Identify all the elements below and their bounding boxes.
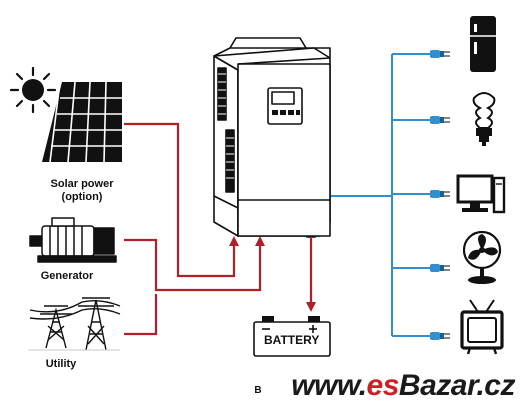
sun-icon	[9, 66, 57, 114]
plug-icon	[430, 264, 450, 272]
solar-label-line1: Solar power	[50, 178, 114, 190]
source-lines	[124, 122, 262, 336]
watermark-brand-red: es	[366, 369, 400, 402]
generator-line	[124, 238, 262, 292]
solar-label-line2: (option)	[61, 191, 103, 203]
load-lines	[328, 53, 430, 337]
inverter-icon	[213, 37, 331, 237]
utility-line	[124, 294, 158, 336]
watermark-suffix: .cz	[476, 369, 515, 402]
plug-icon	[430, 332, 450, 340]
plugs	[430, 50, 450, 340]
refrigerator-icon	[470, 16, 496, 72]
source-arrowheads	[229, 236, 265, 246]
lightbulb-icon	[472, 92, 496, 146]
generator-icon	[29, 217, 117, 263]
solar-line	[124, 122, 236, 278]
watermark-prefix: www.	[291, 369, 367, 402]
watermark-brand: Bazar	[398, 369, 477, 402]
battery-icon	[253, 316, 331, 357]
computer-icon	[456, 174, 506, 214]
plug-icon	[430, 116, 450, 124]
battery-label: BATTERY	[264, 333, 320, 347]
plug-icon	[430, 50, 450, 58]
plug-icon	[430, 190, 450, 198]
solar-panel-icon	[42, 81, 122, 163]
utility-pylon-icon	[28, 297, 121, 351]
fan-icon	[462, 230, 502, 284]
battery-caption-partial: B	[254, 385, 262, 396]
watermark: www.esBazar.cz	[291, 369, 515, 403]
generator-label: Generator	[40, 270, 94, 282]
solar-label: Solar power (option)	[26, 178, 138, 204]
utility-label: Utility	[45, 358, 77, 370]
battery-arrow	[306, 228, 316, 312]
tv-icon	[460, 299, 504, 355]
